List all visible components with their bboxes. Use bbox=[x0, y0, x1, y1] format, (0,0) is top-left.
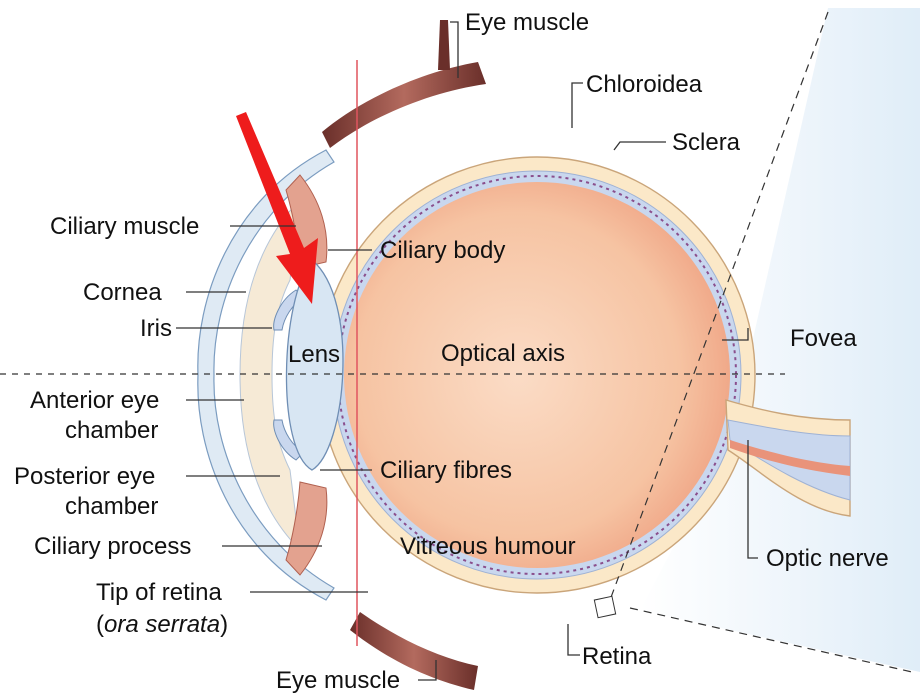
label-chloroidea: Chloroidea bbox=[586, 71, 703, 98]
label-anterior-line1: Anterior eye bbox=[30, 387, 159, 414]
label-ciliary-body: Ciliary body bbox=[380, 237, 505, 264]
label-optical-axis: Optical axis bbox=[441, 340, 565, 367]
eye-muscle-top-tendon bbox=[438, 20, 450, 70]
label-ciliary-fibres: Ciliary fibres bbox=[380, 457, 512, 484]
label-lens: Lens bbox=[288, 341, 340, 368]
label-tip-of-retina: Tip of retina bbox=[96, 579, 222, 606]
label-ciliary-muscle: Ciliary muscle bbox=[50, 213, 199, 240]
label-vitreous-humour: Vitreous humour bbox=[400, 533, 576, 560]
label-eye-muscle-top: Eye muscle bbox=[465, 9, 589, 36]
label-ciliary-process: Ciliary process bbox=[34, 533, 191, 560]
label-posterior-line1: Posterior eye bbox=[14, 463, 155, 490]
fovea-marker bbox=[594, 596, 615, 617]
label-posterior-line2: chamber bbox=[65, 493, 158, 520]
label-cornea: Cornea bbox=[83, 279, 162, 306]
label-iris: Iris bbox=[140, 315, 172, 342]
eye-muscle-top-shape bbox=[322, 62, 486, 148]
label-optic-nerve: Optic nerve bbox=[766, 545, 889, 572]
label-retina: Retina bbox=[582, 643, 652, 670]
label-sclera: Sclera bbox=[672, 129, 741, 156]
label-ora-serrata: (ora serrata) bbox=[96, 611, 228, 638]
label-fovea: Fovea bbox=[790, 325, 857, 352]
label-anterior-line2: chamber bbox=[65, 417, 158, 444]
label-eye-muscle-bottom: Eye muscle bbox=[276, 667, 400, 694]
